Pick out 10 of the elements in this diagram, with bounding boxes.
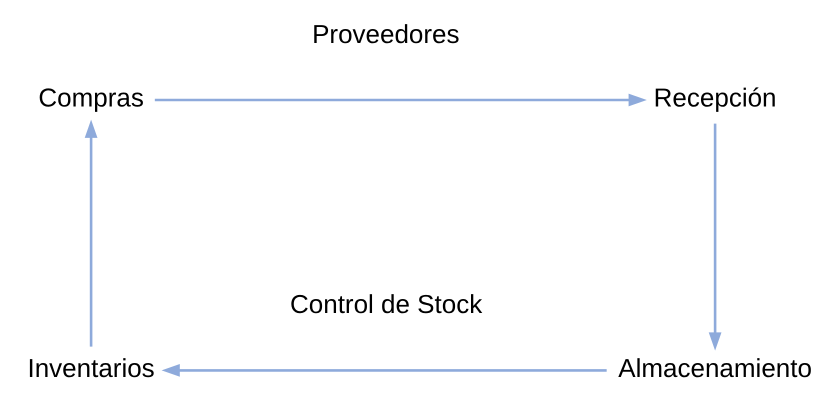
node-text: Almacenamiento [618,352,812,382]
arrow [162,364,607,376]
edge-label: Proveedores [312,18,460,48]
node-text: Recepción [654,82,777,112]
node-text: Inventarios [28,352,155,382]
arrow [84,119,98,346]
node-text: Compras [38,82,144,112]
arrow [154,93,647,106]
arrow [708,123,722,350]
edge-label: Control de Stock [290,288,482,319]
